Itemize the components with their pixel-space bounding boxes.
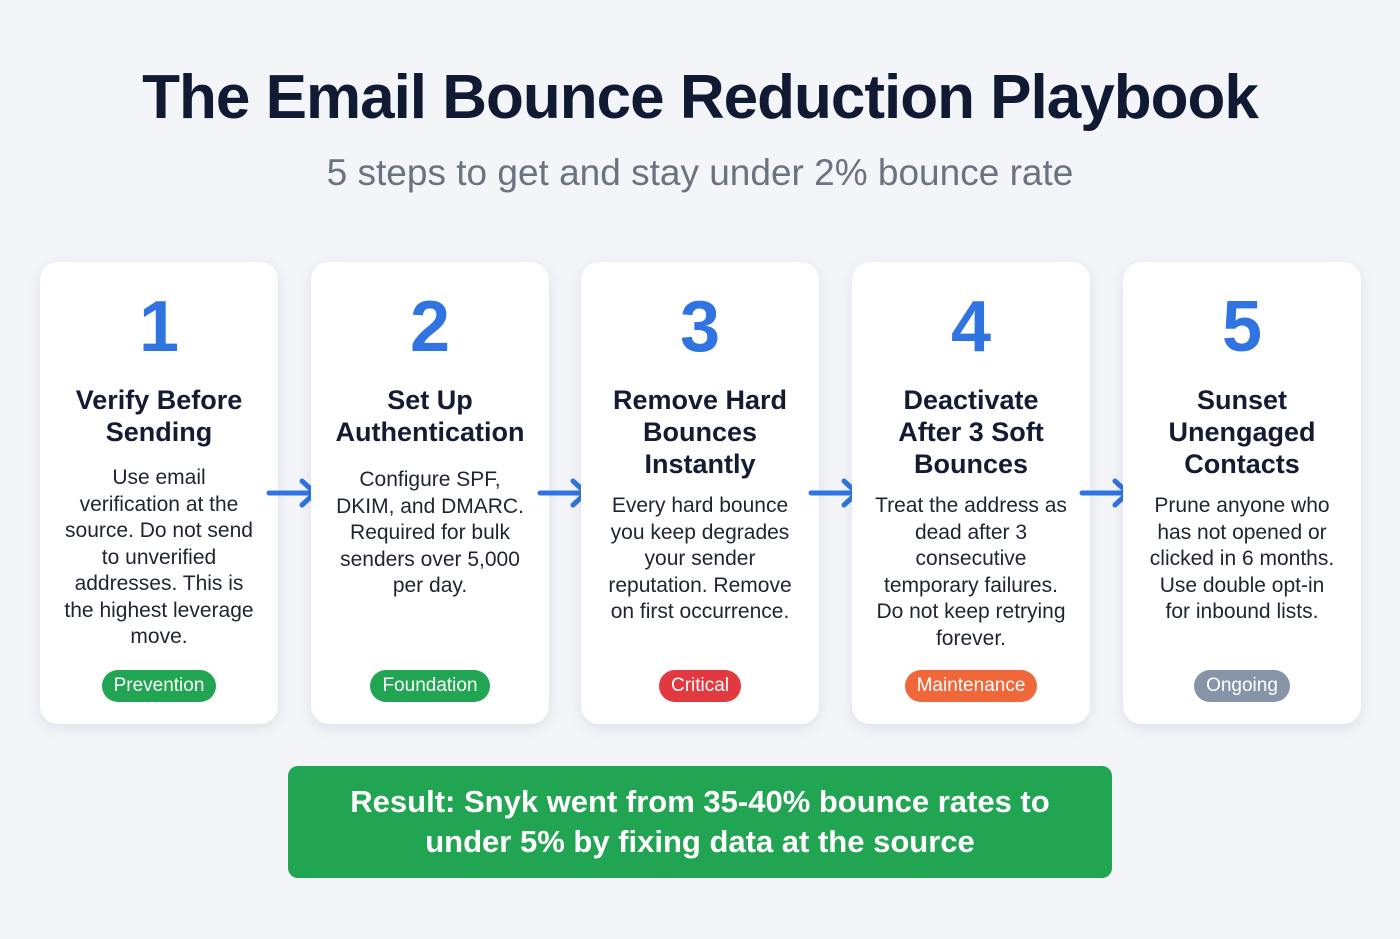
badge-critical: Critical [658,670,742,702]
step-card-4: 4 Deactivate After 3 Soft Bounces Treat … [852,262,1090,724]
step-title: Verify Before Sending [75,385,243,447]
step-number: 1 [138,287,180,367]
badge-maintenance: Maintenance [904,670,1038,702]
step-description: Every hard bounce you keep degrades your… [608,494,792,623]
step-number: 2 [409,287,451,367]
step-description: Configure SPF, DKIM, and DMARC. Required… [336,468,524,597]
step-number: 3 [679,287,721,367]
step-card-1: 1 Verify Before Sending Use email verifi… [40,262,278,724]
step-description: Use email verification at the source. Do… [64,466,254,648]
page-title: The Email Bounce Reduction Playbook [142,63,1259,132]
result-text: Result: Snyk went from 35-40% bounce rat… [350,784,1050,859]
step-number: 5 [1221,287,1263,367]
badge-foundation: Foundation [370,670,490,702]
step-title: Sunset Unengaged Contacts [1168,385,1316,479]
badge-prevention: Prevention [101,670,217,702]
step-card-3: 3 Remove Hard Bounces Instantly Every ha… [581,262,819,724]
result-banner: Result: Snyk went from 35-40% bounce rat… [288,766,1112,878]
step-title: Set Up Authentication [335,385,525,447]
step-card-2: 2 Set Up Authentication Configure SPF, D… [311,262,549,724]
step-number: 4 [950,287,992,367]
step-title: Deactivate After 3 Soft Bounces [898,385,1044,479]
step-description: Prune anyone who has not opened or click… [1149,494,1335,623]
step-card-5: 5 Sunset Unengaged Contacts Prune anyone… [1123,262,1361,724]
badge-ongoing: Ongoing [1194,670,1290,702]
page-subtitle: 5 steps to get and stay under 2% bounce … [326,152,1074,193]
step-title: Remove Hard Bounces Instantly [612,385,788,479]
step-description: Treat the address as dead after 3 consec… [875,494,1067,650]
